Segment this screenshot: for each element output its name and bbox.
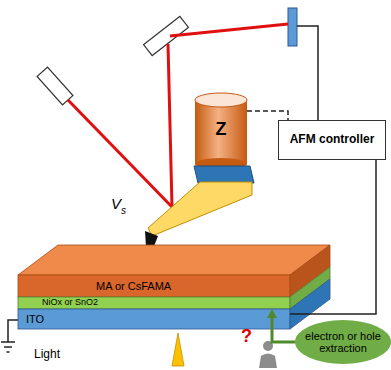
speech-bubble: electron or hole extraction — [295, 320, 391, 364]
connector — [290, 160, 376, 314]
connector-line — [290, 160, 376, 314]
laser-source — [37, 67, 73, 105]
transport-layer-front-face — [18, 297, 290, 309]
photodetector — [288, 8, 297, 46]
ground-symbol — [7, 351, 10, 353]
controller-box: AFM controller — [278, 120, 386, 160]
connector-line — [272, 317, 295, 342]
connector-line — [247, 111, 288, 120]
ground-symbol — [4, 346, 12, 348]
node-text: ITO — [26, 313, 44, 325]
laser-beam — [170, 24, 288, 36]
node-text: electron or hole extraction — [300, 330, 386, 354]
question-mark: ? — [241, 326, 252, 347]
laser-beam — [168, 44, 172, 207]
connector — [247, 111, 288, 120]
cantilever-mount — [194, 166, 254, 183]
voltage-subscript: s — [121, 205, 126, 216]
piezo-cylinder-top — [195, 93, 247, 107]
ground-symbol — [1, 341, 15, 343]
cantilever — [148, 182, 252, 236]
light-beam — [172, 333, 184, 366]
piezo-z-label: Z — [195, 93, 247, 166]
ground-wire — [8, 320, 18, 342]
perovskite-layer: MA or CsFAMA — [18, 275, 290, 297]
transport-layer: NiOx or SnO2 — [18, 297, 290, 309]
perovskite-top-face — [18, 245, 330, 275]
voltage-symbol: V — [111, 195, 121, 212]
piezo-cylinder — [195, 100, 247, 164]
person-icon — [259, 354, 277, 369]
node-text: AFM controller — [290, 133, 375, 146]
laser-beam — [68, 100, 172, 207]
light-label: Light — [34, 347, 60, 361]
detector-wire — [297, 26, 318, 120]
node-text: MA or CsFAMA — [96, 280, 171, 292]
connector — [267, 309, 295, 342]
node-text: NiOx or SnO2 — [42, 298, 98, 308]
node-text: Z — [216, 120, 227, 140]
perovskite-front-face — [18, 275, 290, 297]
arrow-head — [267, 309, 277, 318]
